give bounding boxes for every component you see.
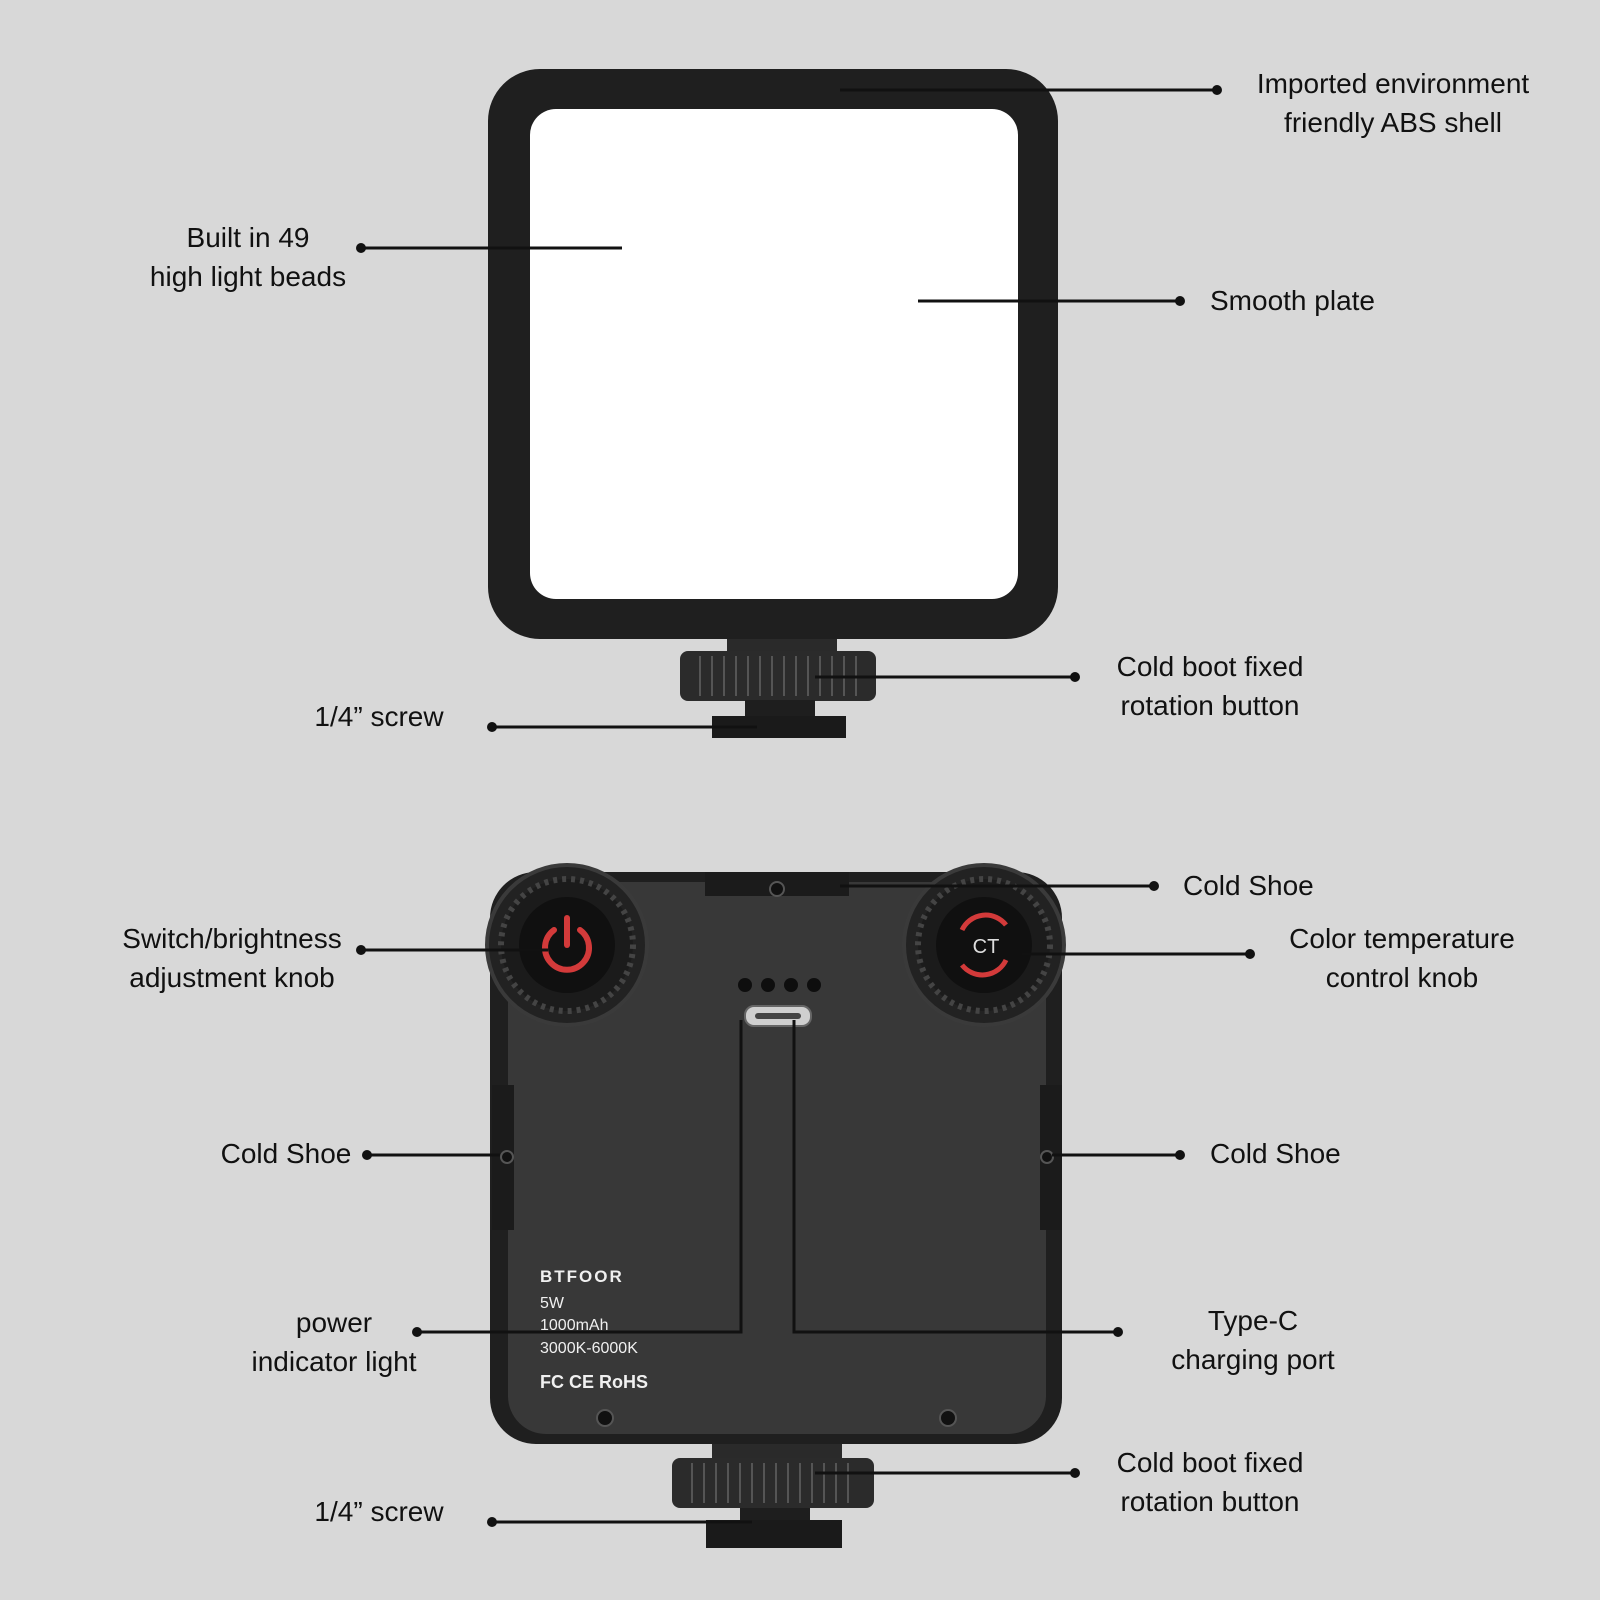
ct-knob-text: CT <box>973 936 1000 958</box>
label-abs-shell: Imported environment friendly ABS shell <box>1256 68 1530 138</box>
brand-logo: BTFOOR <box>540 1267 624 1286</box>
label-screw-back: 1/4” screw <box>314 1496 444 1527</box>
label-cold-shoe-top: Cold Shoe <box>1183 870 1314 901</box>
back-panel <box>508 882 1046 1434</box>
label-smooth-plate: Smooth plate <box>1210 285 1375 316</box>
label-light-beads: Built in 49 high light beads <box>149 222 347 292</box>
label-type-c: Type-C charging port <box>1171 1305 1335 1375</box>
power-icon <box>542 915 592 973</box>
shoe-foot <box>712 716 846 738</box>
rotation-knob <box>680 651 876 701</box>
device-print: BTFOOR 5W 1000mAh 3000K-6000K FC CE RoHS <box>540 1267 648 1392</box>
shoe-foot <box>706 1520 842 1548</box>
label-cold-boot-rotation-front: Cold boot fixed rotation button <box>1116 651 1304 721</box>
label-power-indicator: power indicator light <box>251 1307 417 1377</box>
rotation-knob <box>672 1458 874 1508</box>
color-temperature-knob: CT <box>902 863 1066 1027</box>
label-switch-knob: Switch/brightness adjustment knob <box>122 923 342 993</box>
front-cold-boot <box>680 639 876 738</box>
back-cold-boot <box>672 1444 874 1548</box>
label-ct-knob: Color temperature control knob <box>1289 923 1515 993</box>
front-light-panel <box>488 69 1058 639</box>
label-screw-front: 1/4” screw <box>314 701 444 732</box>
color-range-spec: 3000K-6000K <box>540 1340 638 1357</box>
certification-marks: FC CE RoHS <box>540 1372 648 1392</box>
battery-spec: 1000mAh <box>540 1317 609 1334</box>
label-cold-shoe-left: Cold Shoe <box>220 1138 352 1169</box>
switch-brightness-knob <box>485 863 649 1027</box>
power-spec: 5W <box>540 1295 565 1312</box>
diffuser-plate <box>530 109 1018 599</box>
leader-lines <box>356 85 1255 1527</box>
label-cold-boot-rotation-back: Cold boot fixed rotation button <box>1116 1447 1304 1517</box>
power-indicator-dots <box>738 978 821 992</box>
label-cold-shoe-right: Cold Shoe <box>1210 1138 1341 1169</box>
back-body <box>490 872 1062 1444</box>
